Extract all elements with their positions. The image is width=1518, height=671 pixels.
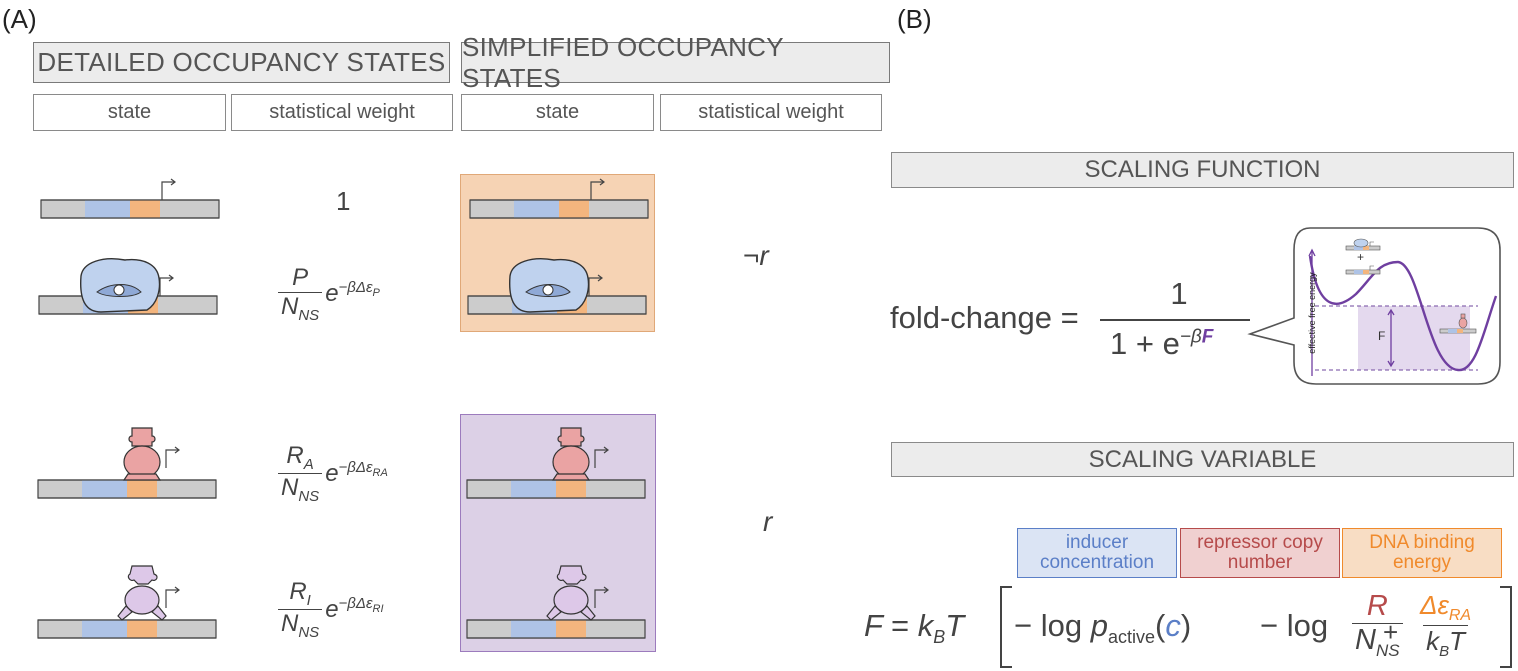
dna-binding-energy-tag: DNA binding energy — [1342, 528, 1502, 578]
fold-change-denominator: 1 + e−βF — [1110, 326, 1214, 361]
inset-y-axis-label: effective free energy — [1307, 272, 1317, 354]
plus-sign: + — [1383, 617, 1399, 647]
scaling-variable-equation: F = kBT — [864, 608, 965, 648]
panel-a-label: (A) — [2, 4, 37, 34]
detailed-weight-col: statistical weight — [231, 94, 453, 131]
repressor-copy-number-tag: repressor copy number — [1180, 528, 1340, 578]
weight-empty: 1 — [336, 186, 351, 216]
label-r: r — [763, 506, 773, 537]
scaling-function-header: SCALING FUNCTION — [891, 152, 1514, 188]
fold-change-label: fold-change = — [890, 300, 1079, 335]
simplified-weight-col: statistical weight — [660, 94, 882, 131]
inset-plus: + — [1357, 250, 1365, 264]
fold-change-numerator: 1 — [1170, 276, 1188, 311]
inset-f-label: F — [1378, 329, 1386, 343]
inducer-concentration-tag: inducer concentration — [1017, 528, 1177, 578]
fold-change-fraction-bar — [1100, 319, 1250, 321]
scaling-variable-header: SCALING VARIABLE — [891, 442, 1514, 477]
simplified-state-col: state — [461, 94, 654, 131]
left-bracket — [1000, 586, 1012, 668]
log-term: − log — [1260, 608, 1329, 643]
label-not-r: ¬r — [743, 240, 769, 271]
detailed-header: DETAILED OCCUPANCY STATES — [33, 42, 450, 83]
panel-b-label: (B) — [897, 4, 932, 34]
right-bracket — [1500, 586, 1512, 668]
detailed-state-col: state — [33, 94, 226, 131]
log-p-active-term: − log pactive(c) — [1014, 608, 1192, 648]
